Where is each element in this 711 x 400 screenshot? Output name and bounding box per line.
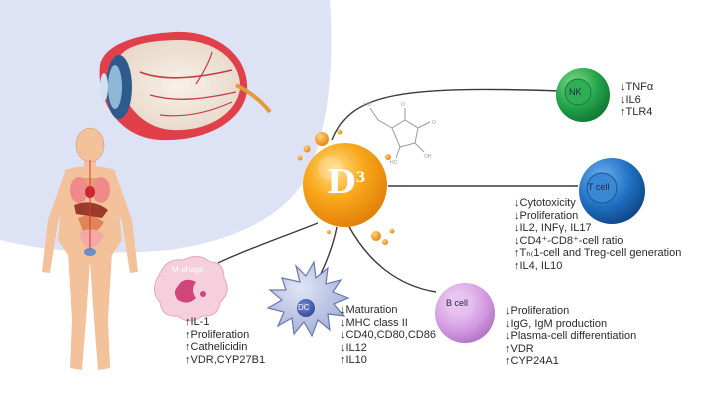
nk-cell-label: NK [569,87,582,97]
b-cell-effect: ↓IgG, IgM production [505,317,608,330]
d3-letter: D [327,162,356,201]
macrophage-effect: ↑VDR,CYP27B1 [185,353,266,366]
molecule-structure [369,107,431,159]
b-cell-effect: ↑VDR [505,342,534,355]
t-cell-effect: ↓CD4⁺-CD8⁺-cell ratio [514,234,624,247]
dendritic-cell-icon [266,260,350,338]
d3-label: D3 [327,164,365,200]
dc-cell-label: DC [298,303,310,312]
b-cell-icon [435,283,495,343]
t-cell-effect: ↑Tₕ₍1-cell and Treg-cell generation [514,247,682,260]
dc-effect: ↓IL12 [340,341,367,354]
dc-effect: ↓CD40,CD80,CD86 [340,329,436,342]
molecule-atoms: O HO O OH HO [364,102,436,166]
t-cell-effect: ↓Cytotoxicity [514,197,576,209]
macrophage-effect: ↑Proliferation [185,328,250,341]
nk-cell-icon [556,68,610,122]
t-cell-effect: ↓Proliferation [514,209,579,222]
eye-icon [99,31,272,141]
d3-superscript: 3 [355,170,366,186]
connector-nk [331,88,561,141]
connector-macrophage [217,222,319,264]
b-cell-effects: ↓Proliferation ↓IgG, IgM production ↓Pla… [505,305,636,368]
nk-effects: ↓TNFα ↓IL6 ↑TLR4 [620,81,653,119]
macrophage-icon [154,256,228,322]
vitamin-d3-sphere [297,129,395,245]
macrophage-effect: ↑Cathelicidin [185,341,248,354]
t-cell-effects: ↓Cytotoxicity ↓Proliferation ↓IL2, INFγ,… [514,197,681,273]
dc-effect: ↑IL10 [340,354,367,367]
macrophage-label: M-phage [172,265,204,274]
svg-text:HO: HO [364,102,372,108]
nk-effect: ↓TNFα [620,81,654,93]
svg-text:OH: OH [424,154,432,160]
t-cell-effect: ↓IL2, INFγ, IL17 [514,222,592,235]
svg-text:O: O [401,102,405,108]
svg-text:HO: HO [390,160,398,166]
dc-effect: ↓Maturation [340,304,398,316]
t-cell-label: T cell [588,182,610,192]
t-cell-effect: ↑IL4, IL10 [514,259,563,272]
human-body-icon [42,127,138,370]
b-cell-effect: ↑CYP24A1 [505,355,559,368]
t-cell-icon [579,158,645,224]
b-cell-label: B cell [446,298,469,308]
nk-effect: ↓IL6 [620,93,641,106]
svg-text:O: O [432,120,436,126]
b-cell-effect: ↓Proliferation [505,305,570,317]
connector-b-cell [347,224,437,293]
nk-effect: ↑TLR4 [620,106,653,119]
b-cell-effect: ↓Plasma-cell differentiation [505,330,637,343]
macrophage-effect: ↑IL-1 [185,316,210,328]
macrophage-effects: ↑IL-1 ↑Proliferation ↑Cathelicidin ↑VDR,… [185,316,265,366]
dc-effect: ↓MHC class II [340,316,408,329]
dc-effects: ↓Maturation ↓MHC class II ↓CD40,CD80,CD8… [340,304,436,367]
